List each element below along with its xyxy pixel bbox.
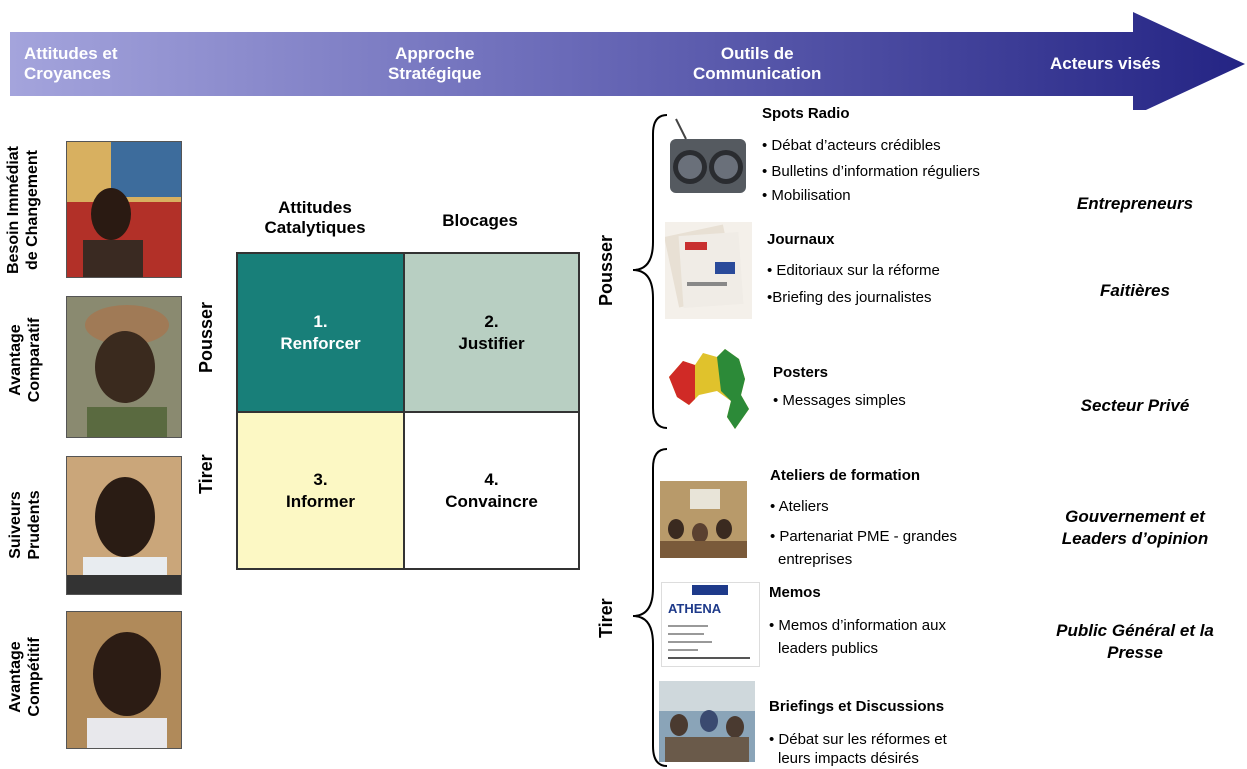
tool-title-journaux: Journaux [767, 231, 835, 248]
header-attitudes-line2: Croyances [24, 64, 111, 83]
tool-bullet: entreprises [778, 551, 853, 568]
matrix-row-header-tirer: Tirer [196, 454, 216, 494]
header-arrow [10, 12, 1245, 110]
header-outils-line1: Outils de [720, 44, 794, 63]
attitude-label-line: Compétitif [26, 637, 43, 717]
tool-title-posters: Posters [773, 364, 829, 381]
tool-bullet: leurs impacts désirés [778, 750, 919, 767]
tool-title-memos: Memos [769, 584, 821, 601]
portrait-photo [66, 611, 182, 749]
tool-title-briefings: Briefings et Discussions [769, 698, 945, 715]
portrait-photo [66, 456, 182, 595]
matrix-cell-number: 4. [484, 469, 499, 489]
portrait-photo [66, 141, 182, 278]
matrix-cell-label: Convaincre [445, 491, 538, 511]
tool-bullet: • Editoriaux sur la réforme [767, 262, 940, 279]
matrix-cell-number: 1. [313, 311, 328, 331]
attitude-label-line: Avantage [7, 324, 24, 396]
matrix-cell-justifier: 2. Justifier [403, 252, 580, 413]
header-outils: Outils de Communication [693, 44, 821, 84]
matrix-row-header-pousser: Pousser [196, 301, 216, 373]
matrix-cell-renforcer: 1. Renforcer [236, 252, 405, 413]
header-acteurs: Acteurs visés [1050, 54, 1161, 73]
matrix-col-header-line: Blocages [442, 211, 518, 230]
memo-image: ATHENA [661, 582, 760, 667]
tool-bullet: • Ateliers [770, 498, 829, 515]
header-attitudes-line1: Attitudes et [24, 44, 118, 63]
tool-bullet: • Messages simples [773, 392, 906, 409]
memo-logo-text: ATHENA [668, 601, 722, 616]
matrix-col-header-line: Catalytiques [264, 218, 366, 237]
tool-title-ateliers: Ateliers de formation [770, 467, 921, 484]
brace-pousser [632, 114, 668, 429]
tools-group-label-tirer: Tirer [596, 598, 616, 638]
matrix-col-header-blocages: Blocages [420, 211, 540, 231]
actor-entrepreneurs: Entrepreneurs [1040, 193, 1230, 215]
header-attitudes: Attitudes et Croyances [24, 44, 118, 84]
workshop-photo [660, 481, 747, 558]
header-approche-line2: Stratégique [388, 64, 482, 83]
actor-line: Public Général et la [1056, 621, 1214, 640]
attitude-label-line: de Changement [24, 150, 41, 271]
portrait-photo [66, 296, 182, 438]
tools-group-label-pousser: Pousser [596, 234, 616, 306]
header-outils-line2: Communication [693, 64, 822, 83]
tool-title-spots-radio: Spots Radio [762, 105, 850, 122]
actor-secteur-prive: Secteur Privé [1040, 395, 1230, 417]
newspapers-image [665, 222, 752, 319]
attitude-label-line: Prudents [26, 490, 43, 560]
briefing-photo [659, 681, 755, 762]
matrix-cell-number: 3. [313, 469, 328, 489]
guinea-map-image [665, 343, 753, 433]
matrix-col-header-attitudes: Attitudes Catalytiques [250, 198, 380, 238]
tool-bullet: leaders publics [778, 640, 879, 657]
matrix-col-header-line: Attitudes [278, 198, 352, 217]
attitude-label-line: Suiveurs [7, 491, 24, 559]
tool-bullet: •Briefing des journalistes [767, 289, 932, 306]
actor-line: Faitières [1100, 281, 1170, 300]
tool-bullet: • Débat sur les réformes et [769, 731, 947, 748]
actor-gouvernement: Gouvernement et Leaders d’opinion [1030, 506, 1240, 550]
header-approche-line1: Approche [395, 44, 475, 63]
attitude-label-line: Besoin Immédiat [5, 145, 22, 275]
matrix-cell-number: 2. [484, 311, 499, 331]
matrix-cell-label: Justifier [458, 333, 525, 353]
tool-bullet: • Memos d’information aux [769, 617, 946, 634]
actor-line: Leaders d’opinion [1061, 529, 1209, 548]
actor-line: Entrepreneurs [1076, 194, 1194, 213]
attitude-label-line: Avantage [7, 641, 24, 713]
tool-bullet: • Mobilisation [762, 187, 851, 204]
matrix-cell-convaincre: 4. Convaincre [403, 411, 580, 570]
actor-line: Gouvernement et [1065, 507, 1205, 526]
header-approche: Approche Stratégique [388, 44, 482, 84]
actor-faitieres: Faitières [1040, 280, 1230, 302]
matrix-cell-label: Informer [286, 491, 355, 511]
radio-image [664, 117, 752, 203]
matrix-cell-label: Renforcer [280, 333, 361, 353]
actor-line: Secteur Privé [1080, 396, 1190, 415]
tool-bullet: • Bulletins d’information réguliers [762, 163, 980, 180]
tool-bullet: • Partenariat PME - grandes [770, 528, 958, 545]
brace-tirer [632, 448, 668, 767]
matrix-cell-informer: 3. Informer [236, 411, 405, 570]
actor-line: Presse [1107, 643, 1163, 662]
tool-bullet: • Débat d’acteurs crédibles [762, 137, 941, 154]
actor-public-general: Public Général et la Presse [1030, 620, 1240, 664]
attitude-label-line: Comparatif [26, 317, 43, 403]
